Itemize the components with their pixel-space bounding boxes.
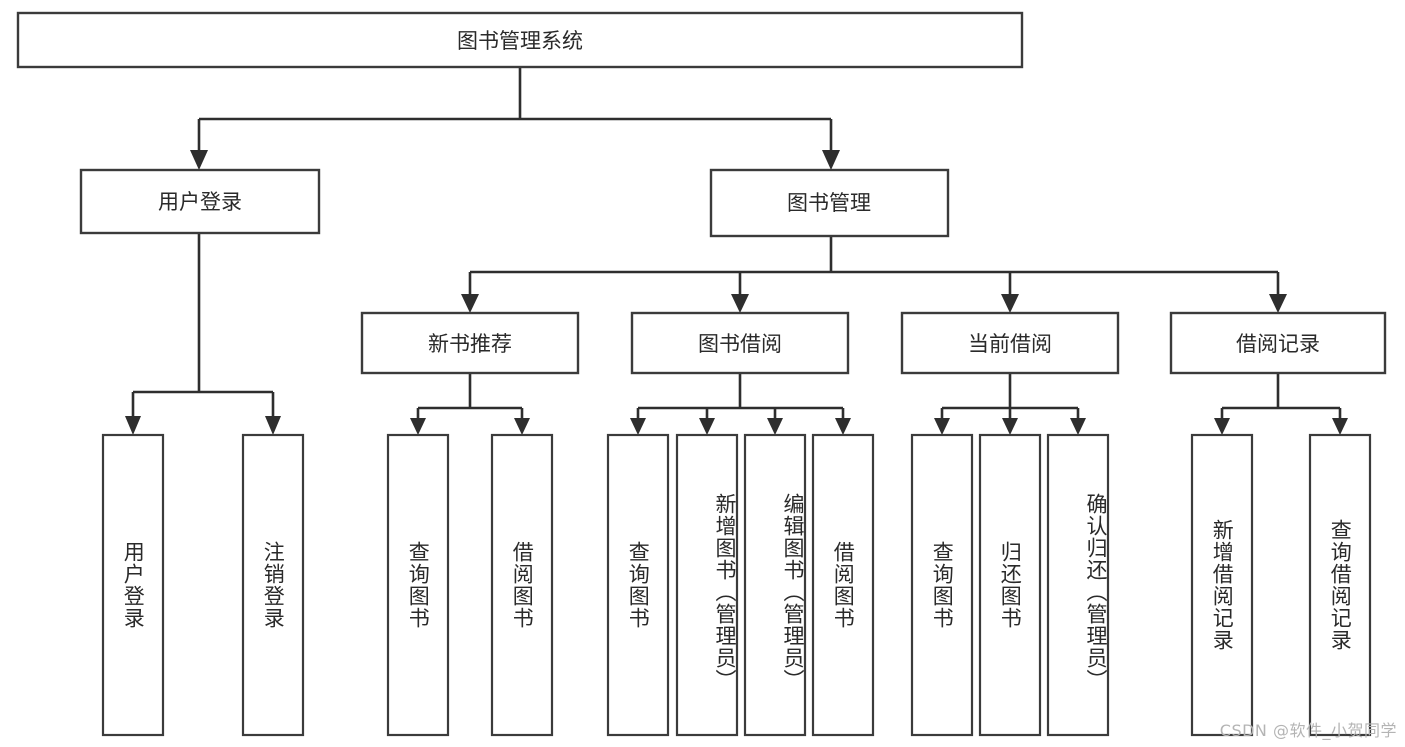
leaf-box-book-borrow-3[interactable] xyxy=(743,433,807,737)
leaf-box-borrow-record-2[interactable] xyxy=(1308,433,1372,737)
arrowhead-bb-leaf-3 xyxy=(767,418,783,435)
label-borrow-record: 借阅记录 xyxy=(1236,332,1320,356)
leaf-box-user-login-1[interactable] xyxy=(101,433,165,737)
arrowhead-bb-leaf-2 xyxy=(699,418,715,435)
arrowhead-current-borrow xyxy=(1001,294,1019,313)
arrowhead-bb-leaf-1 xyxy=(630,418,646,435)
arrowhead-cb-leaf-1 xyxy=(934,418,950,435)
node-box-user-login[interactable] xyxy=(79,168,321,235)
csdn-watermark: CSDN @软件_小贺同学 xyxy=(1219,721,1397,740)
connector-group-root xyxy=(190,67,840,170)
arrowhead-br-leaf-1 xyxy=(1214,418,1230,435)
leaf-box-book-borrow-2[interactable] xyxy=(675,433,739,737)
arrowhead-book-borrow xyxy=(731,294,749,313)
leaf-box-borrow-record-1[interactable] xyxy=(1190,433,1254,737)
arrowhead-cb-leaf-2 xyxy=(1002,418,1018,435)
connector-group-borrow-record xyxy=(1214,373,1348,435)
connector-group-user-login xyxy=(125,233,281,435)
leaf-box-book-borrow-1[interactable] xyxy=(606,433,670,737)
connector-group-current-borrow xyxy=(934,373,1086,435)
leaf-box-current-borrow-2[interactable] xyxy=(978,433,1042,737)
label-book-borrow: 图书借阅 xyxy=(698,332,782,356)
arrowhead-new-book-recommend xyxy=(461,294,479,313)
leaf-box-new-book-recommend-2[interactable] xyxy=(490,433,554,737)
connector-group-new-book-recommend xyxy=(410,373,530,435)
arrowhead-book-mgmt xyxy=(822,150,840,170)
leaf-box-current-borrow-1[interactable] xyxy=(910,433,974,737)
arrowhead-nbr-leaf-2 xyxy=(514,418,530,435)
node-box-book-management[interactable] xyxy=(709,168,950,238)
label-current-borrow: 当前借阅 xyxy=(968,332,1052,356)
leaf-box-current-borrow-3[interactable] xyxy=(1046,433,1110,737)
arrowhead-user-login-leaf-2 xyxy=(265,416,281,435)
label-book-management: 图书管理 xyxy=(787,191,871,215)
connector-group-book-mgmt xyxy=(461,236,1287,313)
label-root: 图书管理系统 xyxy=(457,29,583,53)
arrowhead-br-leaf-2 xyxy=(1332,418,1348,435)
arrowhead-nbr-leaf-1 xyxy=(410,418,426,435)
node-box-root[interactable] xyxy=(16,11,1024,69)
connector-group-book-borrow xyxy=(630,373,851,435)
leaf-box-new-book-recommend-1[interactable] xyxy=(386,433,450,737)
label-user-login: 用户登录 xyxy=(158,190,242,214)
node-box-current-borrow[interactable] xyxy=(900,311,1120,375)
arrowhead-cb-leaf-3 xyxy=(1070,418,1086,435)
label-new-book-recommend: 新书推荐 xyxy=(428,332,512,356)
leaf-box-book-borrow-4[interactable] xyxy=(811,433,875,737)
arrowhead-bb-leaf-4 xyxy=(835,418,851,435)
node-box-borrow-record[interactable] xyxy=(1169,311,1387,375)
arrowhead-borrow-record xyxy=(1269,294,1287,313)
node-box-new-book-recommend[interactable] xyxy=(360,311,580,375)
leaf-box-user-login-2[interactable] xyxy=(241,433,305,737)
arrowhead-user-login xyxy=(190,150,208,170)
arrowhead-user-login-leaf-1 xyxy=(125,416,141,435)
node-box-book-borrow[interactable] xyxy=(630,311,850,375)
